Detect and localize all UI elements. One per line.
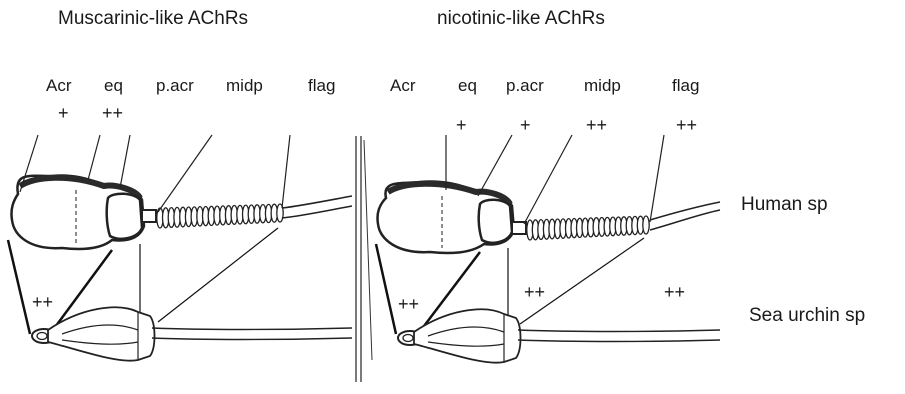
left-human-postacrosomal-cap — [107, 194, 142, 239]
right-urchin-mark-midp: ++ — [524, 283, 545, 301]
left-label-acr: Acr — [46, 77, 72, 94]
midpiece-coil — [643, 216, 649, 234]
left-panel-title: Muscarinic-like AChRs — [58, 9, 248, 28]
right-label-eq: eq — [458, 77, 477, 94]
left-panel-drawing — [8, 135, 352, 361]
right-sea-urchin-sperm — [398, 309, 720, 362]
left-human-flagellum — [282, 196, 352, 218]
left-label-flag: flag — [308, 77, 335, 94]
right-human-mark-midp: ++ — [586, 116, 607, 134]
left-sea-urchin-sperm — [32, 307, 352, 360]
panel-divider — [356, 136, 372, 382]
left-label-eq: eq — [104, 77, 123, 94]
right-human-mark-pacr: + — [520, 116, 531, 134]
right-panel-drawing — [376, 135, 720, 363]
right-human-sperm — [377, 181, 720, 253]
right-panel-title: nicotinic-like AChRs — [437, 9, 605, 28]
right-urchin-flagellum — [518, 330, 720, 342]
right-human-mark-flag: ++ — [676, 116, 697, 134]
left-urchin-mark-head: ++ — [32, 293, 53, 311]
left-human-sperm — [11, 175, 352, 249]
species-label-human: Human sp — [741, 195, 828, 214]
left-human-neck — [142, 210, 156, 222]
right-human-flagellum — [650, 202, 720, 230]
left-human-mark-acr: + — [58, 104, 69, 122]
right-human-mark-eq: + — [456, 116, 467, 134]
left-human-midpiece — [157, 204, 283, 228]
right-label-flag: flag — [672, 77, 699, 94]
left-human-mark-eq: ++ — [102, 104, 123, 122]
right-label-pacr: p.acr — [506, 77, 544, 94]
right-urchin-mark-flag: ++ — [664, 283, 685, 301]
left-label-pacr: p.acr — [156, 77, 194, 94]
right-urchin-mark-head: ++ — [398, 295, 419, 313]
species-label-sea-urchin: Sea urchin sp — [749, 306, 865, 325]
left-label-midp: midp — [226, 77, 263, 94]
right-human-midpiece — [527, 216, 649, 240]
right-label-acr: Acr — [390, 77, 416, 94]
right-label-midp: midp — [584, 77, 621, 94]
right-human-postacrosomal-cap — [479, 200, 512, 243]
left-urchin-flagellum — [152, 328, 352, 340]
